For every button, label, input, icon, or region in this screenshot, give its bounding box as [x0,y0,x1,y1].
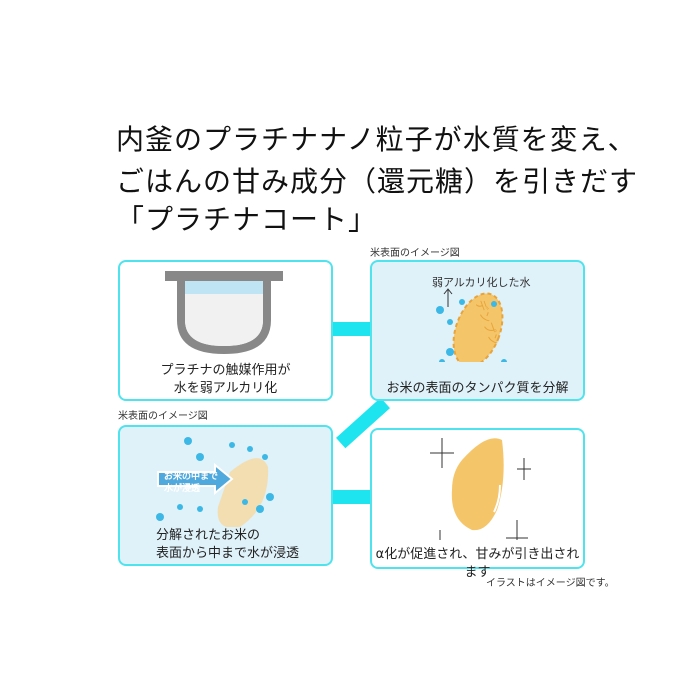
step-1-caption-line-2: 水を弱アルカリ化 [173,381,278,396]
arrow-text-line-2: 水が浸透 [164,484,201,494]
step-4-panel: α化が促進され、甘みが引き出されます [370,428,585,580]
water-penetration-illustration [156,437,274,527]
headline-line-3: 「プラチナコート」 [116,203,378,236]
arrow-text-line-1: お米の中まで [164,472,219,482]
headline-line-1: 内釜のプラチナナノ粒子が水質を変え、 [116,123,637,156]
disclaimer: イラストはイメージ図です。 [486,578,615,589]
glossy-rice-grain-illustration [430,438,531,540]
step-3-caption-line-2: 表面から中まで水が浸透 [156,546,300,561]
step-3-panel: お米の中まで 水が浸透 分解されたお米の 表面から中まで水が浸透 [118,425,333,566]
step-4-caption: α化が促進され、甘みが引き出されます [375,547,580,580]
step-1-panel: プラチナの触媒作用が 水を弱アルカリ化 [118,260,333,401]
headline-line-2: ごはんの甘み成分（還元糖）を引きだす [116,165,639,198]
step-1-caption-line-1: プラチナの触媒作用が [160,363,291,378]
connector-top [331,322,372,336]
sparkle-icons [430,438,531,540]
image-label-top: 米表面のイメージ図 [370,248,460,259]
starch-grain-illustration [436,288,507,362]
inner-pot-icon [165,271,283,354]
step-2-caption: お米の表面のタンパク質を分解 [386,381,569,396]
connector-bottom [331,490,372,504]
step-2-panel: 弱アルカリ化した水 デンプン お米の表面のタンパク質を分解 [370,260,585,401]
step-3-caption-line-1: 分解されたお米の [156,528,261,543]
image-label-bottom: 米表面のイメージ図 [118,411,208,422]
alkaline-water-annotation: 弱アルカリ化した水 [432,276,531,289]
